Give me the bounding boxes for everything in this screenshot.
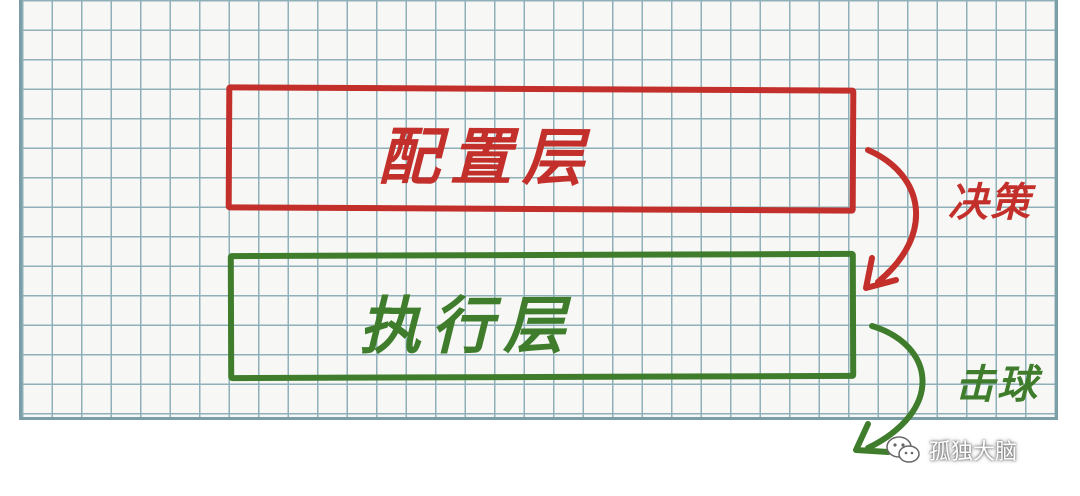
strike-arrow [853,323,926,455]
decision-arrow-curve [865,147,920,285]
watermark: 孤独大脑 [885,434,1017,466]
wechat-icon [886,436,920,463]
strike-arrow-head [853,421,891,455]
watermark-text: 孤独大脑 [929,440,1018,465]
decision-arrow [863,147,920,291]
decision-arrow-head [863,255,899,291]
grid-paper-background [19,0,1058,420]
decision-arrow-label: 决策 [948,179,1032,226]
strike-arrow-label: 击球 [955,361,1039,408]
strike-arrow-curve [865,323,926,451]
